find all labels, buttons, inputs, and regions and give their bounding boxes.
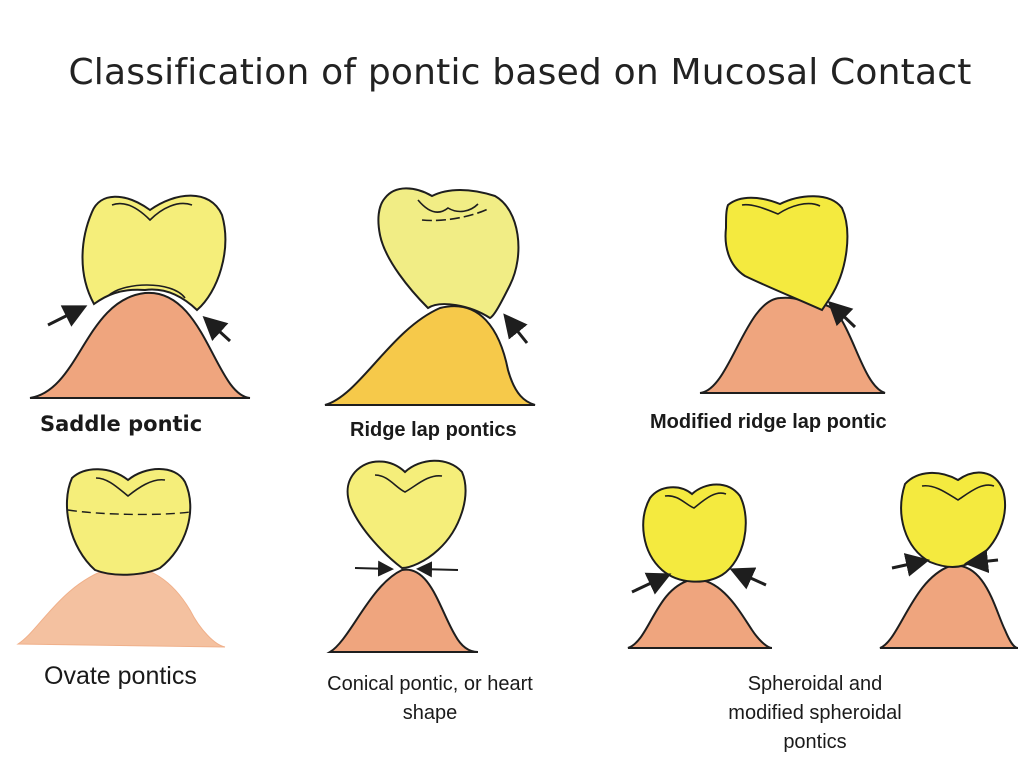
saddle-tooth: [81, 194, 227, 312]
modified-ridge-lap-pontic-label: Modified ridge lap pontic: [650, 411, 887, 433]
conical-ridge: [326, 568, 479, 653]
saddle-pontic-label: Saddle pontic: [40, 412, 203, 436]
ovate-ridge: [16, 566, 226, 648]
conical-label-line2: shape: [402, 702, 458, 724]
spheroidal-pontic-figure: [627, 483, 773, 649]
ridge-lap-tooth: [377, 187, 520, 320]
spheroidal-label-line1: Spheroidal and: [747, 673, 883, 695]
spheroidal-ridge: [627, 578, 773, 649]
modified-spheroidal-ridge: [879, 564, 1019, 649]
spheroidal-label-line3: pontics: [783, 731, 847, 753]
conical-tooth: [346, 459, 467, 570]
spheroidal-pontics-label: Spheroidal and modified spheroidal ponti…: [690, 670, 940, 757]
ridge-lap-ridge: [324, 305, 536, 406]
modified-spheroidal-pontic-figure: [879, 471, 1019, 649]
modified-ridge-lap-ridge: [699, 296, 886, 394]
modified-spheroidal-tooth: [900, 471, 1006, 568]
slide-title: Classification of pontic based on Mucosa…: [68, 52, 972, 93]
ovate-pontic-figure: [16, 468, 226, 648]
ridge-lap-pontics-label: Ridge lap pontics: [350, 419, 517, 441]
conical-pontic-label: Conical pontic, or heart shape: [290, 670, 570, 728]
saddle-pontic-figure: [29, 194, 251, 399]
spheroidal-label-line2: modified spheroidal: [728, 702, 902, 724]
ovate-pontics-label: Ovate pontics: [44, 662, 197, 690]
modified-ridge-lap-pontic-figure: [699, 195, 886, 394]
spheroidal-tooth: [642, 483, 747, 583]
ridge-lap-pontic-figure: [324, 187, 536, 406]
saddle-ridge: [29, 291, 251, 399]
ovate-tooth: [65, 468, 192, 576]
conical-pontic-figure: [326, 459, 479, 653]
modified-ridge-lap-tooth: [724, 195, 849, 312]
conical-label-line1: Conical pontic, or heart: [327, 673, 533, 695]
